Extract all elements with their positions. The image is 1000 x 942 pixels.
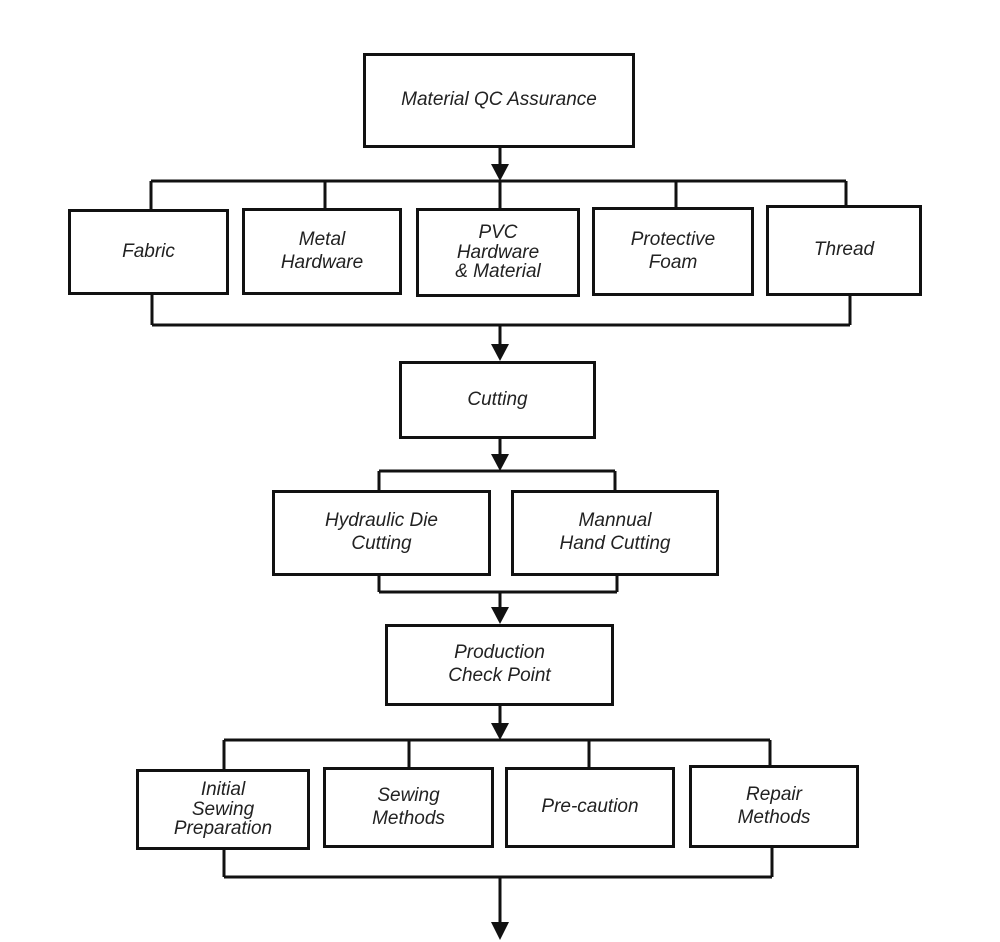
sewing-box-repair [689,765,859,848]
arrowhead-checkpoint [491,607,509,624]
checkpoint-box [385,624,614,706]
arrowhead-cutting [491,344,509,361]
arrowhead-methods [491,454,509,471]
cutting-method-box-hydraulic [272,490,491,576]
sewing-box-methods [323,767,494,848]
sewing-box-initial [136,769,310,850]
arrowhead-sewing [491,723,509,740]
material-qc-box [363,53,635,148]
cutting-box [399,361,596,439]
sewing-box-precaution [505,767,675,848]
arrowhead-top [491,164,509,181]
material-box-foam [592,207,754,296]
cutting-method-box-manual [511,490,719,576]
material-box-pvc [416,208,580,297]
material-box-fabric [68,209,229,295]
material-box-metal [242,208,402,295]
material-box-thread [766,205,922,296]
arrowhead-final [491,922,509,940]
